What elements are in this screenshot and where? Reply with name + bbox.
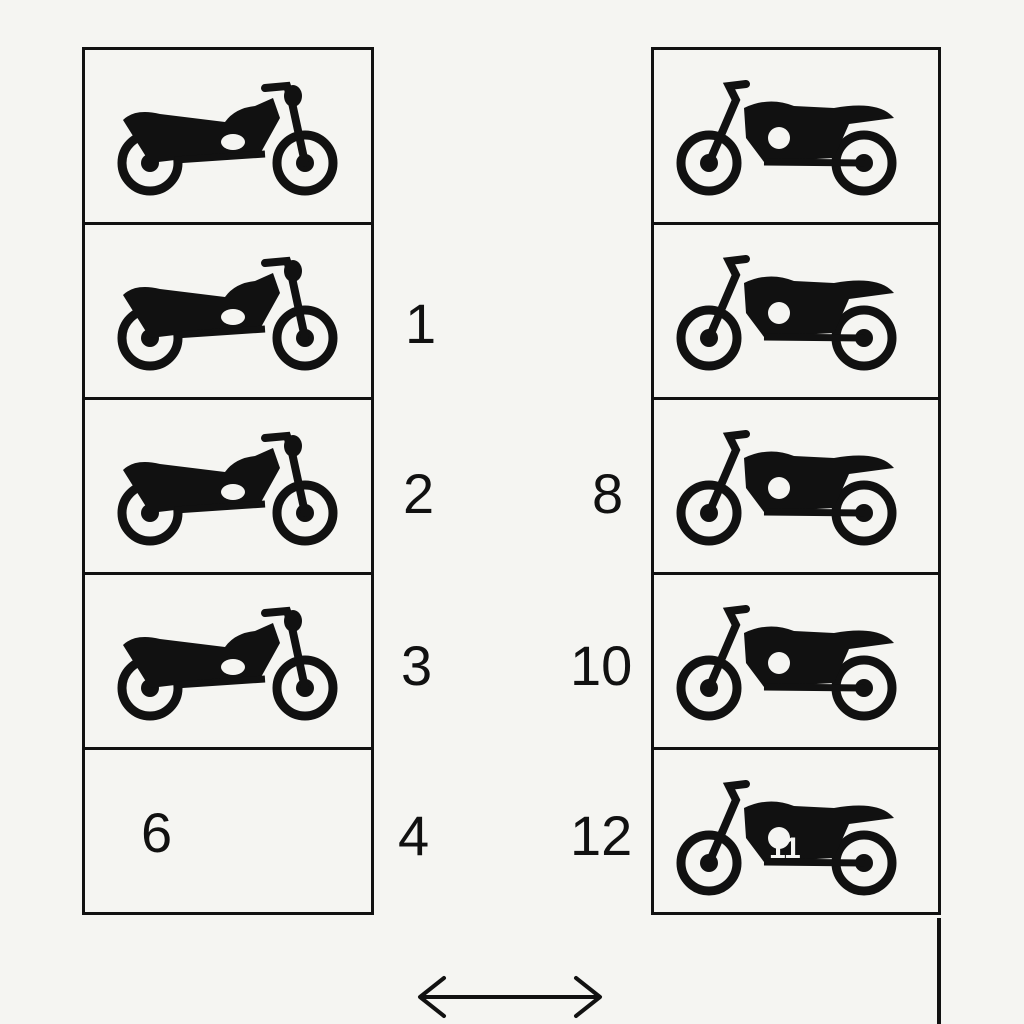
parking-slot[interactable]	[651, 397, 941, 575]
motorcycle-icon	[115, 428, 345, 548]
parking-slot[interactable]	[651, 222, 941, 400]
motorcycle-icon	[674, 78, 904, 198]
parking-slot[interactable]	[651, 572, 941, 750]
aisle-number: 8	[592, 462, 624, 525]
motorcycle-icon	[115, 253, 345, 373]
motorcycle-icon	[115, 603, 345, 723]
motorcycle-icon	[115, 78, 345, 198]
motorcycle-icon	[674, 253, 904, 373]
parking-slot[interactable]	[82, 397, 374, 575]
parking-slot[interactable]: 11	[651, 747, 941, 915]
right-parking-column: 11	[651, 47, 941, 915]
right-rail-line	[937, 918, 941, 1024]
aisle-number: 4	[398, 804, 430, 867]
double-arrow-icon	[418, 976, 602, 1018]
left-parking-column: 6	[82, 47, 374, 915]
parking-slot[interactable]	[82, 47, 374, 225]
aisle-number: 3	[401, 634, 433, 697]
motorcycle-icon	[674, 603, 904, 723]
aisle-number: 10	[570, 634, 633, 697]
parking-slot[interactable]	[82, 222, 374, 400]
aisle-number: 1	[405, 292, 437, 355]
motorcycle-icon	[674, 428, 904, 548]
slot-label: 6	[141, 801, 173, 864]
aisle-number: 2	[403, 462, 435, 525]
parking-slot-empty[interactable]: 6	[82, 747, 374, 915]
plate-number: 11	[769, 832, 801, 865]
aisle-number: 12	[570, 804, 633, 867]
parking-slot[interactable]	[651, 47, 941, 225]
parking-slot[interactable]	[82, 572, 374, 750]
motorcycle-icon: 11	[674, 778, 904, 898]
